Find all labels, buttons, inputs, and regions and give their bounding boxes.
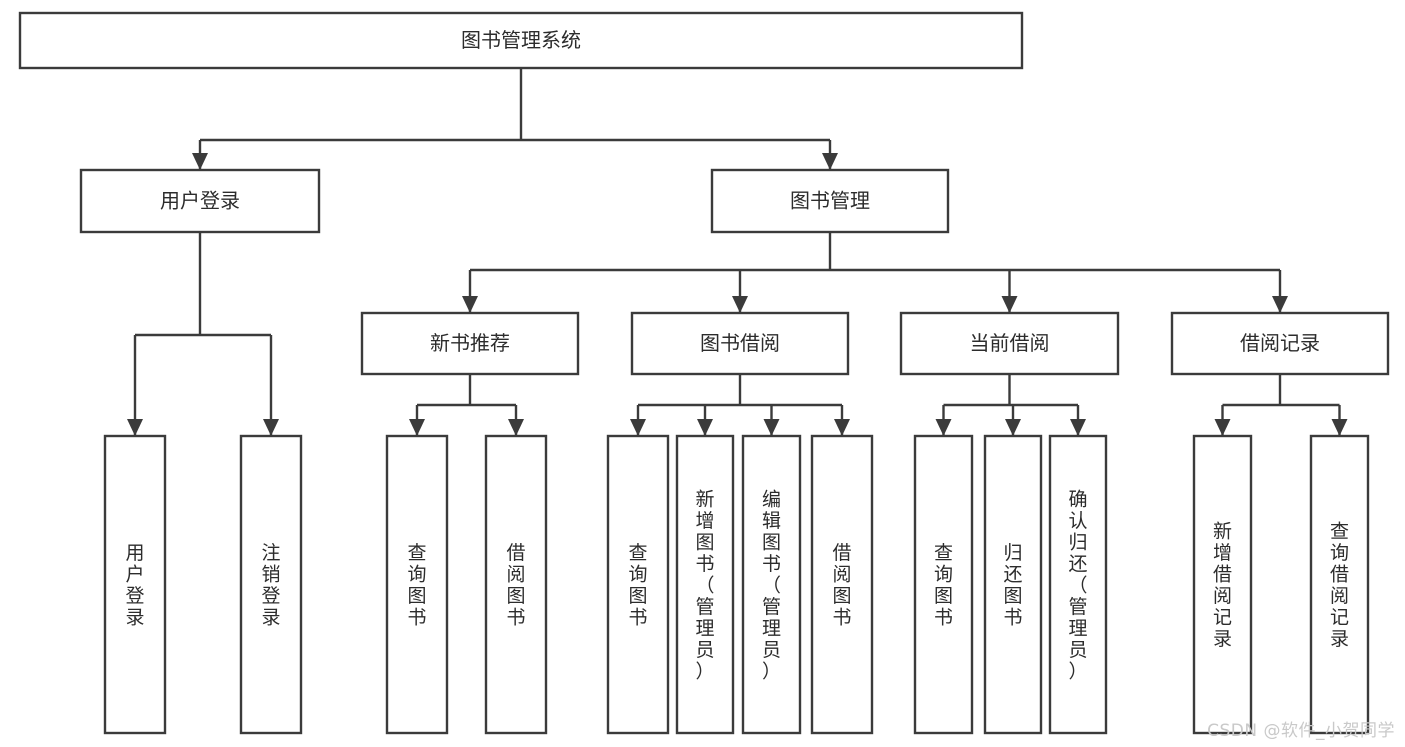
arrow-head-icon xyxy=(834,419,850,436)
arrow-head-icon xyxy=(935,419,952,436)
node-leaf-return-book-box xyxy=(983,434,1043,735)
node-book-borrow-label: 图书借阅 xyxy=(700,331,780,355)
node-current-borrow[interactable]: 当前借阅 xyxy=(899,311,1120,376)
node-borrow-record-box xyxy=(1170,311,1390,376)
node-new-book-recommend-label: 新书推荐 xyxy=(430,331,510,355)
node-leaf-user-login-label: 用户登录 xyxy=(125,542,144,629)
node-leaf-query-book-current-label: 查询图书 xyxy=(934,542,953,629)
node-book-borrow-box xyxy=(630,311,850,376)
node-leaf-confirm-return-admin[interactable]: 确认归还（管理员） xyxy=(1048,434,1108,735)
node-leaf-query-book-borrow-box xyxy=(606,434,670,735)
node-leaf-edit-book-admin-box xyxy=(741,434,802,735)
node-leaf-borrow-book-box xyxy=(810,434,874,735)
arrow-head-icon xyxy=(630,419,646,436)
node-leaf-borrow-book-recommend[interactable]: 借阅图书 xyxy=(484,434,548,735)
node-leaf-confirm-return-admin-label: 确认归还（管理员） xyxy=(1068,488,1087,682)
node-user-login-label: 用户登录 xyxy=(160,189,240,213)
node-book-manage-box xyxy=(710,168,950,234)
connector-layer xyxy=(127,68,1348,436)
node-book-manage-label: 图书管理 xyxy=(790,189,870,213)
node-leaf-query-book-recommend[interactable]: 查询图书 xyxy=(385,434,449,735)
node-leaf-add-book-admin-label: 新增图书（管理员） xyxy=(695,488,714,682)
arrow-head-icon xyxy=(1214,419,1231,436)
node-borrow-record[interactable]: 借阅记录 xyxy=(1170,311,1390,376)
node-leaf-edit-book-admin-label: 编辑图书（管理员） xyxy=(762,488,781,682)
node-leaf-return-book[interactable]: 归还图书 xyxy=(983,434,1043,735)
node-leaf-query-book-current[interactable]: 查询图书 xyxy=(913,434,974,735)
node-borrow-record-label: 借阅记录 xyxy=(1240,331,1320,355)
node-leaf-logout-box xyxy=(239,434,303,735)
node-leaf-confirm-return-admin-box xyxy=(1048,434,1108,735)
node-leaf-query-book-borrow[interactable]: 查询图书 xyxy=(606,434,670,735)
node-leaf-return-book-label: 归还图书 xyxy=(1003,542,1022,629)
node-leaf-query-book-borrow-label: 查询图书 xyxy=(628,542,647,629)
node-leaf-borrow-book-label: 借阅图书 xyxy=(832,542,851,629)
node-leaf-add-borrow-record[interactable]: 新增借阅记录 xyxy=(1192,434,1253,735)
arrow-head-icon xyxy=(1272,296,1288,313)
arrow-head-icon xyxy=(697,419,713,436)
node-current-borrow-box xyxy=(899,311,1120,376)
node-leaf-borrow-book-recommend-box xyxy=(484,434,548,735)
node-leaf-query-borrow-record-box xyxy=(1309,434,1370,735)
node-user-login-box xyxy=(79,168,321,234)
arrow-head-icon xyxy=(822,153,838,170)
arrow-head-icon xyxy=(763,419,780,436)
node-book-manage[interactable]: 图书管理 xyxy=(710,168,950,234)
node-current-borrow-label: 当前借阅 xyxy=(970,331,1050,355)
node-leaf-query-book-recommend-label: 查询图书 xyxy=(407,542,426,629)
arrow-head-icon xyxy=(409,419,425,436)
node-root-图书管理系统-box xyxy=(18,11,1024,70)
arrow-head-icon xyxy=(1005,419,1021,436)
node-leaf-add-borrow-record-box xyxy=(1192,434,1253,735)
node-leaf-add-book-admin-box xyxy=(675,434,735,735)
arrow-head-icon xyxy=(1070,419,1086,436)
node-root-图书管理系统-label: 图书管理系统 xyxy=(461,28,581,52)
node-layer: 图书管理系统用户登录图书管理新书推荐图书借阅当前借阅借阅记录用户登录注销登录查询… xyxy=(18,11,1390,735)
node-leaf-user-login[interactable]: 用户登录 xyxy=(103,434,167,735)
arrow-head-icon xyxy=(192,153,208,170)
node-new-book-recommend-box xyxy=(360,311,580,376)
arrow-head-icon xyxy=(732,296,748,313)
node-leaf-logout[interactable]: 注销登录 xyxy=(239,434,303,735)
node-user-login[interactable]: 用户登录 xyxy=(79,168,321,234)
arrow-head-icon xyxy=(127,419,143,436)
arrow-head-icon xyxy=(1001,296,1018,313)
node-root-图书管理系统[interactable]: 图书管理系统 xyxy=(18,11,1024,70)
node-book-borrow[interactable]: 图书借阅 xyxy=(630,311,850,376)
node-leaf-query-borrow-record-label: 查询借阅记录 xyxy=(1330,521,1349,651)
arrow-head-icon xyxy=(508,419,524,436)
node-leaf-edit-book-admin[interactable]: 编辑图书（管理员） xyxy=(741,434,802,735)
watermark-label: CSDN @软件_小贺同学 xyxy=(1207,721,1395,741)
node-leaf-add-borrow-record-label: 新增借阅记录 xyxy=(1213,521,1232,651)
arrow-head-icon xyxy=(462,296,478,313)
node-leaf-add-book-admin[interactable]: 新增图书（管理员） xyxy=(675,434,735,735)
node-leaf-user-login-box xyxy=(103,434,167,735)
node-leaf-query-book-current-box xyxy=(913,434,974,735)
arrow-head-icon xyxy=(1331,419,1348,436)
node-new-book-recommend[interactable]: 新书推荐 xyxy=(360,311,580,376)
node-leaf-borrow-book[interactable]: 借阅图书 xyxy=(810,434,874,735)
node-leaf-query-book-recommend-box xyxy=(385,434,449,735)
node-leaf-query-borrow-record[interactable]: 查询借阅记录 xyxy=(1309,434,1370,735)
node-leaf-borrow-book-recommend-label: 借阅图书 xyxy=(506,542,525,629)
node-leaf-logout-label: 注销登录 xyxy=(261,542,280,629)
arrow-head-icon xyxy=(263,419,279,436)
